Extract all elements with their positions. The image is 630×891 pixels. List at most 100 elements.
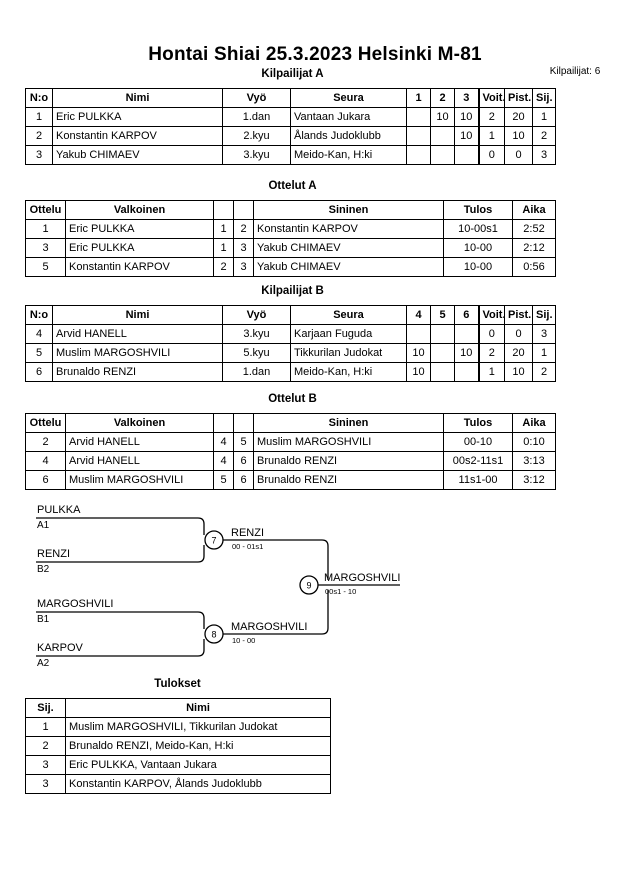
cell-rank: 2 xyxy=(532,126,556,146)
col-name: Nimi xyxy=(65,698,331,718)
table-row: 2 Konstantin KARPOV 2.kyu Ålands Judoklu… xyxy=(25,126,556,146)
table-row: 3 Yakub CHIMAEV 3.kyu Meido-Kan, H:ki 0 … xyxy=(25,145,556,165)
cell-m1 xyxy=(406,107,431,127)
col-m1: 1 xyxy=(406,88,431,108)
col-rank: Sij. xyxy=(532,88,556,108)
bracket-node-number: 8 xyxy=(211,630,216,640)
col-belt: Vyö xyxy=(222,305,291,325)
cell-club: Meido-Kan, H:ki xyxy=(290,362,407,382)
cell-white: Arvid HANELL xyxy=(65,432,214,452)
bracket-entry-seed: B1 xyxy=(37,614,50,625)
entrants-count: Kilpailijat: 6 xyxy=(549,66,601,77)
cell-blue: Konstantin KARPOV xyxy=(253,219,444,239)
cell-blue: Yakub CHIMAEV xyxy=(253,238,444,258)
bracket-node-winner: MARGOSHVILI xyxy=(324,572,400,584)
table-row: 4 Arvid HANELL 4 6 Brunaldo RENZI 00s2-1… xyxy=(25,451,556,471)
cell-white: Eric PULKKA xyxy=(65,219,214,239)
cell-belt: 2.kyu xyxy=(222,126,291,146)
cell-points: 10 xyxy=(504,362,533,382)
bracket-entry-name: KARPOV xyxy=(37,642,84,654)
col-blue: Sininen xyxy=(253,200,444,220)
matches-a-table: Ottelu Valkoinen Sininen Tulos Aika 1 Er… xyxy=(25,200,556,277)
cell-rank: 2 xyxy=(532,362,556,382)
results-table: Sij. Nimi 1 Muslim MARGOSHVILI, Tikkuril… xyxy=(25,698,331,794)
cell-name: Brunaldo RENZI, Meido-Kan, H:ki xyxy=(65,736,331,756)
cell-m2: 10 xyxy=(430,107,455,127)
cell-white: Eric PULKKA xyxy=(65,238,214,258)
cell-points: 20 xyxy=(504,343,533,363)
cell-white: Muslim MARGOSHVILI xyxy=(65,470,214,490)
cell-rank: 1 xyxy=(532,343,556,363)
bracket-line-entry3 xyxy=(36,611,205,629)
cell-m6 xyxy=(454,362,479,382)
col-name: Nimi xyxy=(52,88,223,108)
col-blue: Sininen xyxy=(253,413,444,433)
cell-match-no: 6 xyxy=(25,470,66,490)
cell-match-no: 2 xyxy=(25,432,66,452)
cell-white: Konstantin KARPOV xyxy=(65,257,214,277)
col-name: Nimi xyxy=(52,305,223,325)
table-row: 6 Brunaldo RENZI 1.dan Meido-Kan, H:ki 1… xyxy=(25,362,556,382)
cell-name: Yakub CHIMAEV xyxy=(52,145,223,165)
cell-blue: Yakub CHIMAEV xyxy=(253,257,444,277)
cell-wins: 0 xyxy=(477,324,505,344)
bracket-node-winner: RENZI xyxy=(231,527,264,539)
col-result: Tulos xyxy=(443,413,513,433)
cell-club: Tikkurilan Judokat xyxy=(290,343,407,363)
cell-rank: 1 xyxy=(532,107,556,127)
cell-name: Konstantin KARPOV, Ålands Judoklubb xyxy=(65,774,331,794)
col-club: Seura xyxy=(290,88,407,108)
table-row: 1 Eric PULKKA 1.dan Vantaan Jukara 10 10… xyxy=(25,107,556,127)
col-no: N:o xyxy=(25,88,53,108)
cell-no: 6 xyxy=(25,362,53,382)
col-club: Seura xyxy=(290,305,407,325)
cell-m5 xyxy=(430,362,455,382)
cell-white: Arvid HANELL xyxy=(65,451,214,471)
cell-rank: 2 xyxy=(25,736,66,756)
pool-a-table: N:o Nimi Vyö Seura 1 2 3 Voit. Pist. Sij… xyxy=(25,88,556,165)
cell-blue: Brunaldo RENZI xyxy=(253,470,444,490)
col-white: Valkoinen xyxy=(65,200,214,220)
cell-time: 3:12 xyxy=(512,470,556,490)
cell-m3 xyxy=(454,145,479,165)
cell-points: 20 xyxy=(504,107,533,127)
bracket-line-entry2 xyxy=(36,545,205,563)
cell-name: Brunaldo RENZI xyxy=(52,362,223,382)
cell-white-no: 4 xyxy=(213,451,234,471)
cell-m5 xyxy=(430,343,455,363)
cell-name: Konstantin KARPOV xyxy=(52,126,223,146)
pool-b-caption: Kilpailijat B xyxy=(261,285,324,297)
table-row: 1 Eric PULKKA 1 2 Konstantin KARPOV 10-0… xyxy=(25,219,556,239)
bracket-entry-name: RENZI xyxy=(37,548,70,560)
col-m6: 6 xyxy=(454,305,479,325)
cell-result: 10-00 xyxy=(443,257,513,277)
cell-result: 11s1-00 xyxy=(443,470,513,490)
cell-points: 0 xyxy=(504,324,533,344)
bracket-line-entry1 xyxy=(36,517,205,535)
cell-m4: 10 xyxy=(406,343,431,363)
bracket-entry-name: PULKKA xyxy=(37,504,81,516)
cell-white-no: 2 xyxy=(213,257,234,277)
col-wins: Voit. xyxy=(477,305,505,325)
cell-white-no: 4 xyxy=(213,432,234,452)
bracket-node-score: 10 - 00 xyxy=(232,636,255,645)
col-match-no: Ottelu xyxy=(25,200,66,220)
col-time: Aika xyxy=(512,200,556,220)
bracket-node-winner: MARGOSHVILI xyxy=(231,621,307,633)
table-header-row: N:o Nimi Vyö Seura 4 5 6 Voit. Pist. Sij… xyxy=(25,305,556,325)
col-belt: Vyö xyxy=(222,88,291,108)
cell-no: 2 xyxy=(25,126,53,146)
cell-time: 0:56 xyxy=(512,257,556,277)
cell-rank: 3 xyxy=(532,324,556,344)
col-points: Pist. xyxy=(504,305,533,325)
cell-blue: Muslim MARGOSHVILI xyxy=(253,432,444,452)
table-row: 5 Konstantin KARPOV 2 3 Yakub CHIMAEV 10… xyxy=(25,257,556,277)
cell-rank: 1 xyxy=(25,717,66,737)
bracket-entry-seed: A2 xyxy=(37,658,50,669)
col-points: Pist. xyxy=(504,88,533,108)
table-row: 3 Konstantin KARPOV, Ålands Judoklubb xyxy=(25,774,331,794)
col-rank: Sij. xyxy=(25,698,66,718)
cell-white-no: 1 xyxy=(213,238,234,258)
table-row: 3 Eric PULKKA, Vantaan Jukara xyxy=(25,755,331,775)
table-row: 6 Muslim MARGOSHVILI 5 6 Brunaldo RENZI … xyxy=(25,470,556,490)
